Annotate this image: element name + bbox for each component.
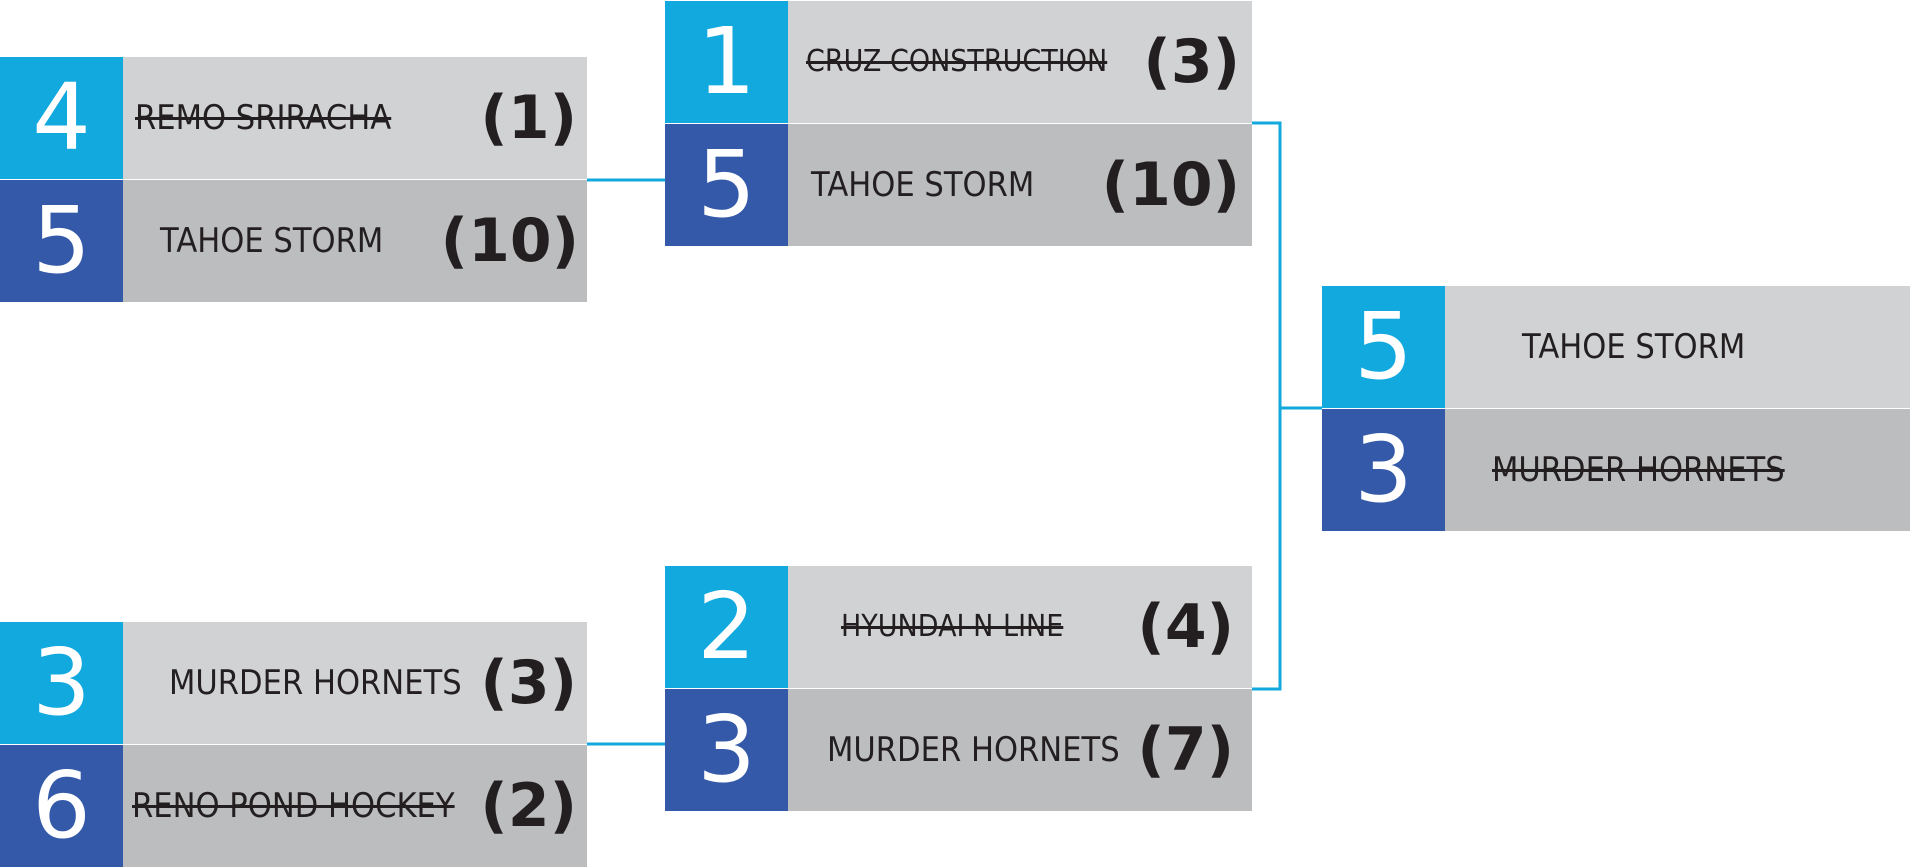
team-row-murder-hornets: 3 MURDER HORNETS (7): [665, 689, 1252, 811]
team-name: CRUZ CONSTRUCTION: [806, 44, 1108, 79]
team-score: (3): [1143, 27, 1240, 97]
team-row-tahoe-storm: 5 TAHOE STORM (10): [0, 180, 587, 302]
team-row-cruz-construction: 1 CRUZ CONSTRUCTION (3): [665, 1, 1252, 123]
team-row-reno-pond-hockey: 6 RENO POND HOCKEY (2): [0, 745, 587, 867]
team-row-hyundai-n-line: 2 HYUNDAI N-LINE (4): [665, 566, 1252, 688]
team-cell: REMO SRIRACHA (1): [123, 57, 587, 179]
team-score: (10): [440, 206, 579, 276]
matchup-final: 5 TAHOE STORM 3 MURDER HORNETS: [1322, 286, 1910, 531]
seed-number: 4: [0, 57, 123, 179]
seed-number: 6: [0, 745, 123, 867]
team-name: MURDER HORNETS: [827, 730, 1120, 770]
connector-sf1-final: [1252, 121, 1282, 691]
seed-number: 3: [0, 622, 123, 744]
team-row-murder-hornets: 3 MURDER HORNETS (3): [0, 622, 587, 744]
team-score: (1): [480, 83, 577, 153]
team-cell: RENO POND HOCKEY (2): [123, 745, 587, 867]
team-score: (2): [480, 771, 577, 841]
seed-number: 3: [1322, 409, 1445, 531]
seed-number: 2: [665, 566, 788, 688]
team-cell: CRUZ CONSTRUCTION (3): [788, 1, 1252, 123]
team-row-tahoe-storm: 5 TAHOE STORM: [1322, 286, 1910, 408]
matchup-semifinal-1: 1 CRUZ CONSTRUCTION (3) 5 TAHOE STORM (1…: [665, 1, 1252, 246]
seed-number: 5: [1322, 286, 1445, 408]
team-name: TAHOE STORM: [1522, 327, 1746, 367]
team-name: RENO POND HOCKEY: [132, 786, 455, 826]
team-row-tahoe-storm: 5 TAHOE STORM (10): [665, 124, 1252, 246]
team-name: TAHOE STORM: [811, 165, 1035, 205]
team-row-remo-sriracha: 4 REMO SRIRACHA (1): [0, 57, 587, 179]
seed-number: 5: [0, 180, 123, 302]
team-cell: TAHOE STORM: [1445, 286, 1910, 408]
matchup-quarterfinal-1: 4 REMO SRIRACHA (1) 5 TAHOE STORM (10): [0, 57, 587, 302]
team-cell: HYUNDAI N-LINE (4): [788, 566, 1252, 688]
team-name: TAHOE STORM: [160, 221, 384, 261]
matchup-quarterfinal-2: 3 MURDER HORNETS (3) 6 RENO POND HOCKEY …: [0, 622, 587, 867]
team-name: REMO SRIRACHA: [135, 98, 392, 138]
seed-number: 5: [665, 124, 788, 246]
team-cell: MURDER HORNETS: [1445, 409, 1910, 531]
team-score: (7): [1137, 715, 1234, 785]
team-name: MURDER HORNETS: [169, 663, 462, 703]
team-cell: MURDER HORNETS (3): [123, 622, 587, 744]
team-name: HYUNDAI N-LINE: [841, 609, 1064, 644]
team-score: (4): [1137, 592, 1234, 662]
team-score: (3): [480, 648, 577, 718]
team-score: (10): [1101, 150, 1240, 220]
team-cell: TAHOE STORM (10): [788, 124, 1252, 246]
team-row-murder-hornets: 3 MURDER HORNETS: [1322, 409, 1910, 531]
team-cell: MURDER HORNETS (7): [788, 689, 1252, 811]
matchup-semifinal-2: 2 HYUNDAI N-LINE (4) 3 MURDER HORNETS (7…: [665, 566, 1252, 811]
seed-number: 1: [665, 1, 788, 123]
team-name: MURDER HORNETS: [1492, 450, 1785, 490]
seed-number: 3: [665, 689, 788, 811]
team-cell: TAHOE STORM (10): [123, 180, 587, 302]
